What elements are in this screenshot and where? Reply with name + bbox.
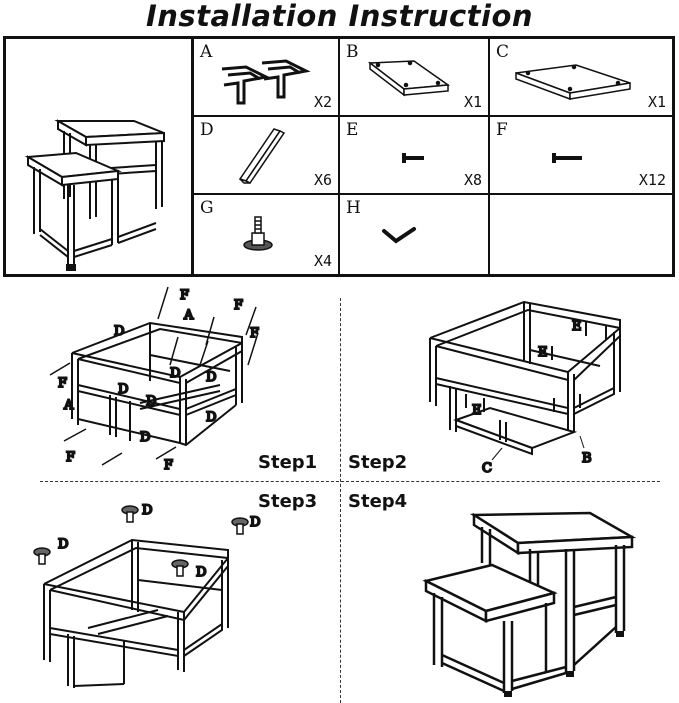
- step2-illustration: E E E C B: [429, 300, 621, 477]
- part-cell-c: C X1: [490, 39, 672, 117]
- hex-key-icon: [382, 227, 416, 244]
- part-cell-b: B X1: [340, 39, 490, 117]
- callout-c: C: [482, 461, 492, 476]
- part-cell-h: H: [340, 195, 490, 274]
- foot-pad-icon: [243, 216, 273, 251]
- part-letter: C: [496, 42, 510, 62]
- callout-d: D: [58, 537, 68, 552]
- callout-f: F: [250, 326, 259, 341]
- step1-label: Step1: [258, 452, 318, 473]
- callout-d: D: [206, 410, 216, 425]
- part-cell-d: D X6: [194, 117, 340, 195]
- assembled-stool-illustration: [6, 39, 194, 274]
- callout-f: F: [180, 288, 189, 303]
- part-letter: B: [346, 42, 359, 62]
- part-letter: D: [200, 120, 214, 140]
- parts-list-table: A X2 B X1 C X1: [3, 36, 675, 277]
- part-quantity: X4: [313, 252, 332, 270]
- part-letter: G: [200, 198, 214, 218]
- small-board-icon: [367, 60, 451, 97]
- callout-f: F: [66, 450, 75, 465]
- callout-f: F: [234, 298, 243, 313]
- callout-e: E: [538, 345, 548, 360]
- part-cell-f: F X12: [490, 117, 672, 195]
- part-letter: F: [496, 120, 508, 140]
- part-quantity: X2: [313, 93, 332, 111]
- callout-d: D: [140, 430, 150, 445]
- part-quantity: X1: [463, 93, 482, 111]
- part-letter: A: [200, 42, 213, 62]
- part-quantity: X12: [638, 171, 666, 189]
- part-cell-e: E X8: [340, 117, 490, 195]
- part-quantity: X6: [313, 171, 332, 189]
- empty-cell: [490, 195, 672, 274]
- part-cell-g: G X4: [194, 195, 340, 274]
- callout-d: D: [118, 382, 128, 397]
- large-board-icon: [515, 64, 631, 101]
- part-quantity: X1: [647, 93, 666, 111]
- callout-d: D: [146, 394, 156, 409]
- callout-b: B: [582, 451, 592, 466]
- square-tube-icon: [238, 128, 286, 184]
- horizontal-divider: [40, 481, 660, 482]
- part-cell-a: A X2: [194, 39, 340, 117]
- step3-label: Step3: [258, 491, 318, 512]
- step1-illustration: F F A D F F A D D D D D D F F: [49, 286, 260, 474]
- callout-d: D: [250, 515, 260, 530]
- long-screw-icon: [552, 153, 582, 163]
- callout-d: D: [114, 324, 124, 339]
- callout-d: D: [196, 565, 206, 580]
- vertical-divider: [340, 298, 341, 703]
- step4-label: Step4: [348, 491, 408, 512]
- callout-f: F: [164, 458, 173, 473]
- callout-a: A: [63, 398, 74, 413]
- callout-d: D: [206, 370, 216, 385]
- side-frame-icon: [221, 59, 311, 105]
- step4-illustration: [422, 511, 637, 697]
- callout-f: F: [58, 376, 67, 391]
- callout-e: E: [472, 403, 482, 418]
- part-quantity: X8: [463, 171, 482, 189]
- page-title: Installation Instruction: [145, 0, 534, 33]
- callout-a: A: [183, 308, 194, 323]
- step2-label: Step2: [348, 452, 408, 473]
- part-letter: H: [346, 198, 361, 218]
- part-letter: E: [346, 120, 359, 140]
- callout-d: D: [142, 503, 152, 518]
- callout-d: D: [170, 366, 180, 381]
- callout-e: E: [572, 319, 582, 334]
- short-screw-icon: [402, 153, 424, 163]
- step3-illustration: D D D D: [33, 502, 261, 688]
- parts-grid: A X2 B X1 C X1: [194, 39, 672, 274]
